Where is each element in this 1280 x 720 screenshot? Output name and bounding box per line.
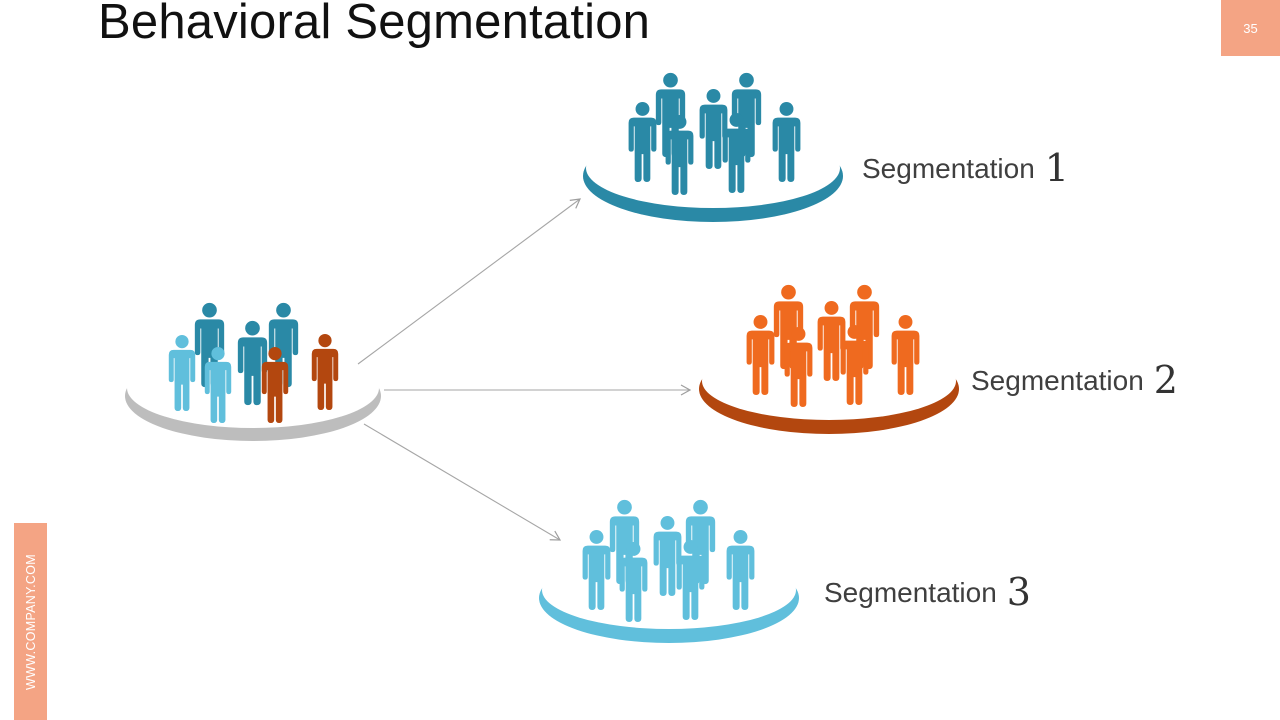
segment-1-number: 1 (1044, 146, 1069, 190)
segment-2-number: 2 (1153, 358, 1178, 402)
arrow-to-segment-3 (363, 423, 562, 541)
page-number-badge: 35 (1221, 0, 1280, 56)
segment-1-group (583, 72, 843, 222)
segment-2-group (699, 284, 959, 434)
source-group (125, 302, 381, 441)
connector-arrows (357, 198, 692, 541)
arrow-to-segment-1 (357, 198, 581, 365)
segment-3-number: 3 (1006, 570, 1031, 614)
side-tab: WWW.COMPANY.COM (14, 523, 47, 720)
slide-title: Behavioral Segmentation (98, 0, 651, 49)
segment-3-group (539, 499, 799, 643)
